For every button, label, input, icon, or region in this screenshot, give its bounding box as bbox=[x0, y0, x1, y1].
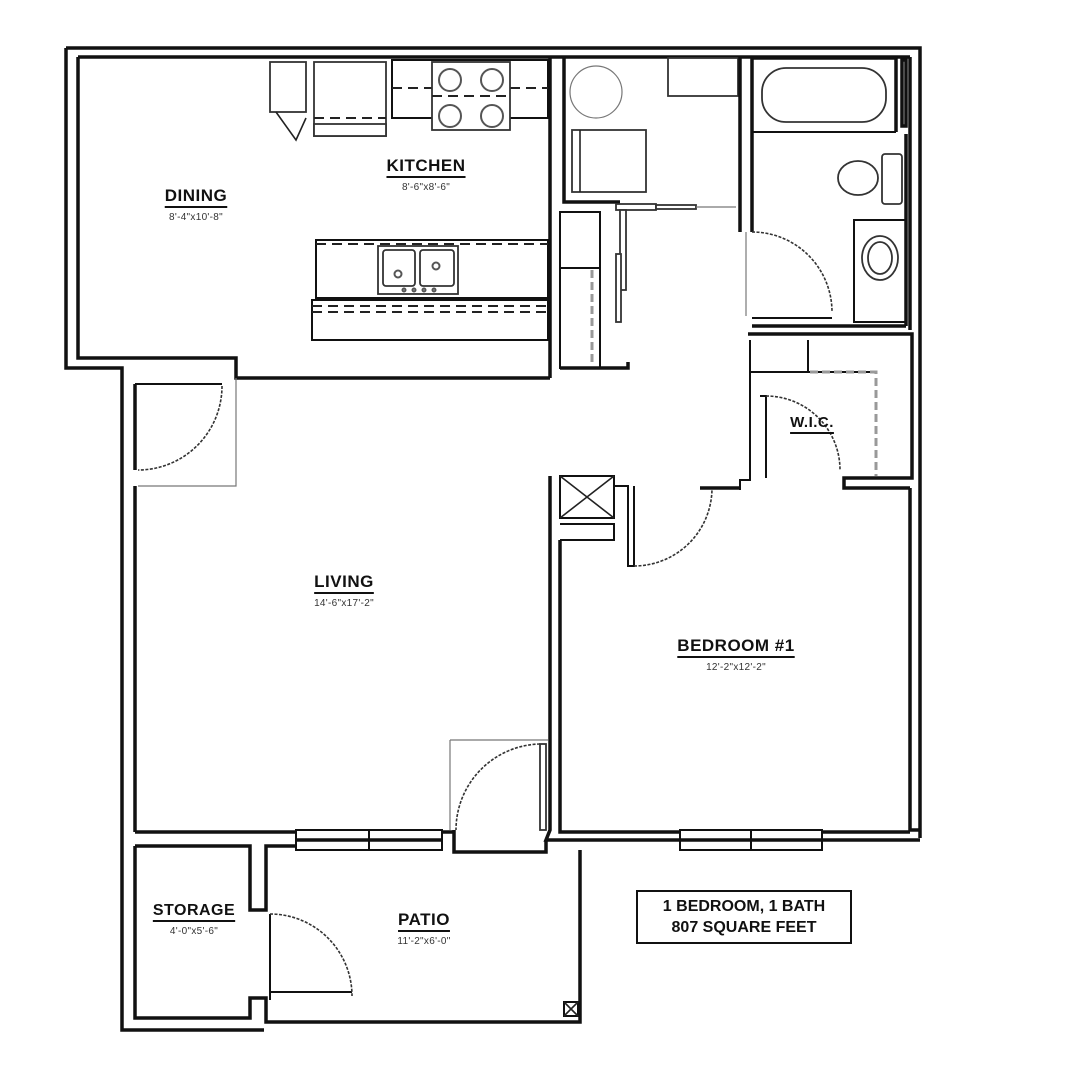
room-name-living: LIVING bbox=[314, 572, 374, 591]
room-dimensions-dining: 8'-4"x10'-8" bbox=[169, 212, 223, 223]
exterior-walls bbox=[64, 46, 922, 1032]
room-label-dining: DINING 8'-4"x10'-8" bbox=[165, 186, 228, 223]
room-name-dining: DINING bbox=[164, 186, 228, 205]
entry-door bbox=[135, 378, 237, 487]
storage-patio bbox=[133, 844, 582, 1024]
room-dimensions-kitchen: 8'-6"x8'-6" bbox=[401, 182, 451, 193]
laundry-area bbox=[548, 57, 754, 378]
room-label-storage: STORAGE 4'-0"x5'-6" bbox=[153, 902, 235, 937]
unit-summary-box: 1 BEDROOM, 1 BATH 807 SQUARE FEET bbox=[636, 890, 852, 944]
room-label-patio: PATIO 11'-2"x6'-0" bbox=[397, 910, 450, 947]
walk-in-closet bbox=[739, 332, 914, 490]
room-name-patio: PATIO bbox=[398, 910, 450, 929]
room-name-storage: STORAGE bbox=[152, 902, 236, 919]
bedroom-window bbox=[679, 829, 823, 851]
bathroom bbox=[751, 56, 908, 328]
bedroom-walls bbox=[543, 475, 920, 842]
room-label-wic: W.I.C. bbox=[790, 414, 834, 431]
room-name-kitchen: KITCHEN bbox=[386, 156, 466, 175]
room-dimensions-patio: 11'-2"x6'-0" bbox=[397, 936, 451, 947]
living-window bbox=[295, 829, 443, 851]
room-label-kitchen: KITCHEN 8'-6"x8'-6" bbox=[386, 156, 465, 193]
room-dimensions-storage: 4'-0"x5'-6" bbox=[169, 926, 219, 937]
kitchen-fixtures bbox=[269, 59, 549, 341]
room-dimensions-living: 14'-6"x17'-2" bbox=[314, 598, 374, 609]
room-name-bedroom: BEDROOM #1 bbox=[677, 636, 795, 655]
room-label-living: LIVING 14'-6"x17'-2" bbox=[314, 572, 374, 609]
unit-summary-square-feet: 807 SQUARE FEET bbox=[671, 919, 817, 936]
room-label-bedroom: BEDROOM #1 12'-2"x12'-2" bbox=[677, 636, 794, 673]
unit-summary-bed-bath: 1 BEDROOM, 1 BATH bbox=[662, 898, 826, 915]
room-dimensions-bedroom: 12'-2"x12'-2" bbox=[706, 662, 766, 673]
room-name-wic: W.I.C. bbox=[790, 414, 834, 431]
patio-door bbox=[135, 739, 548, 854]
